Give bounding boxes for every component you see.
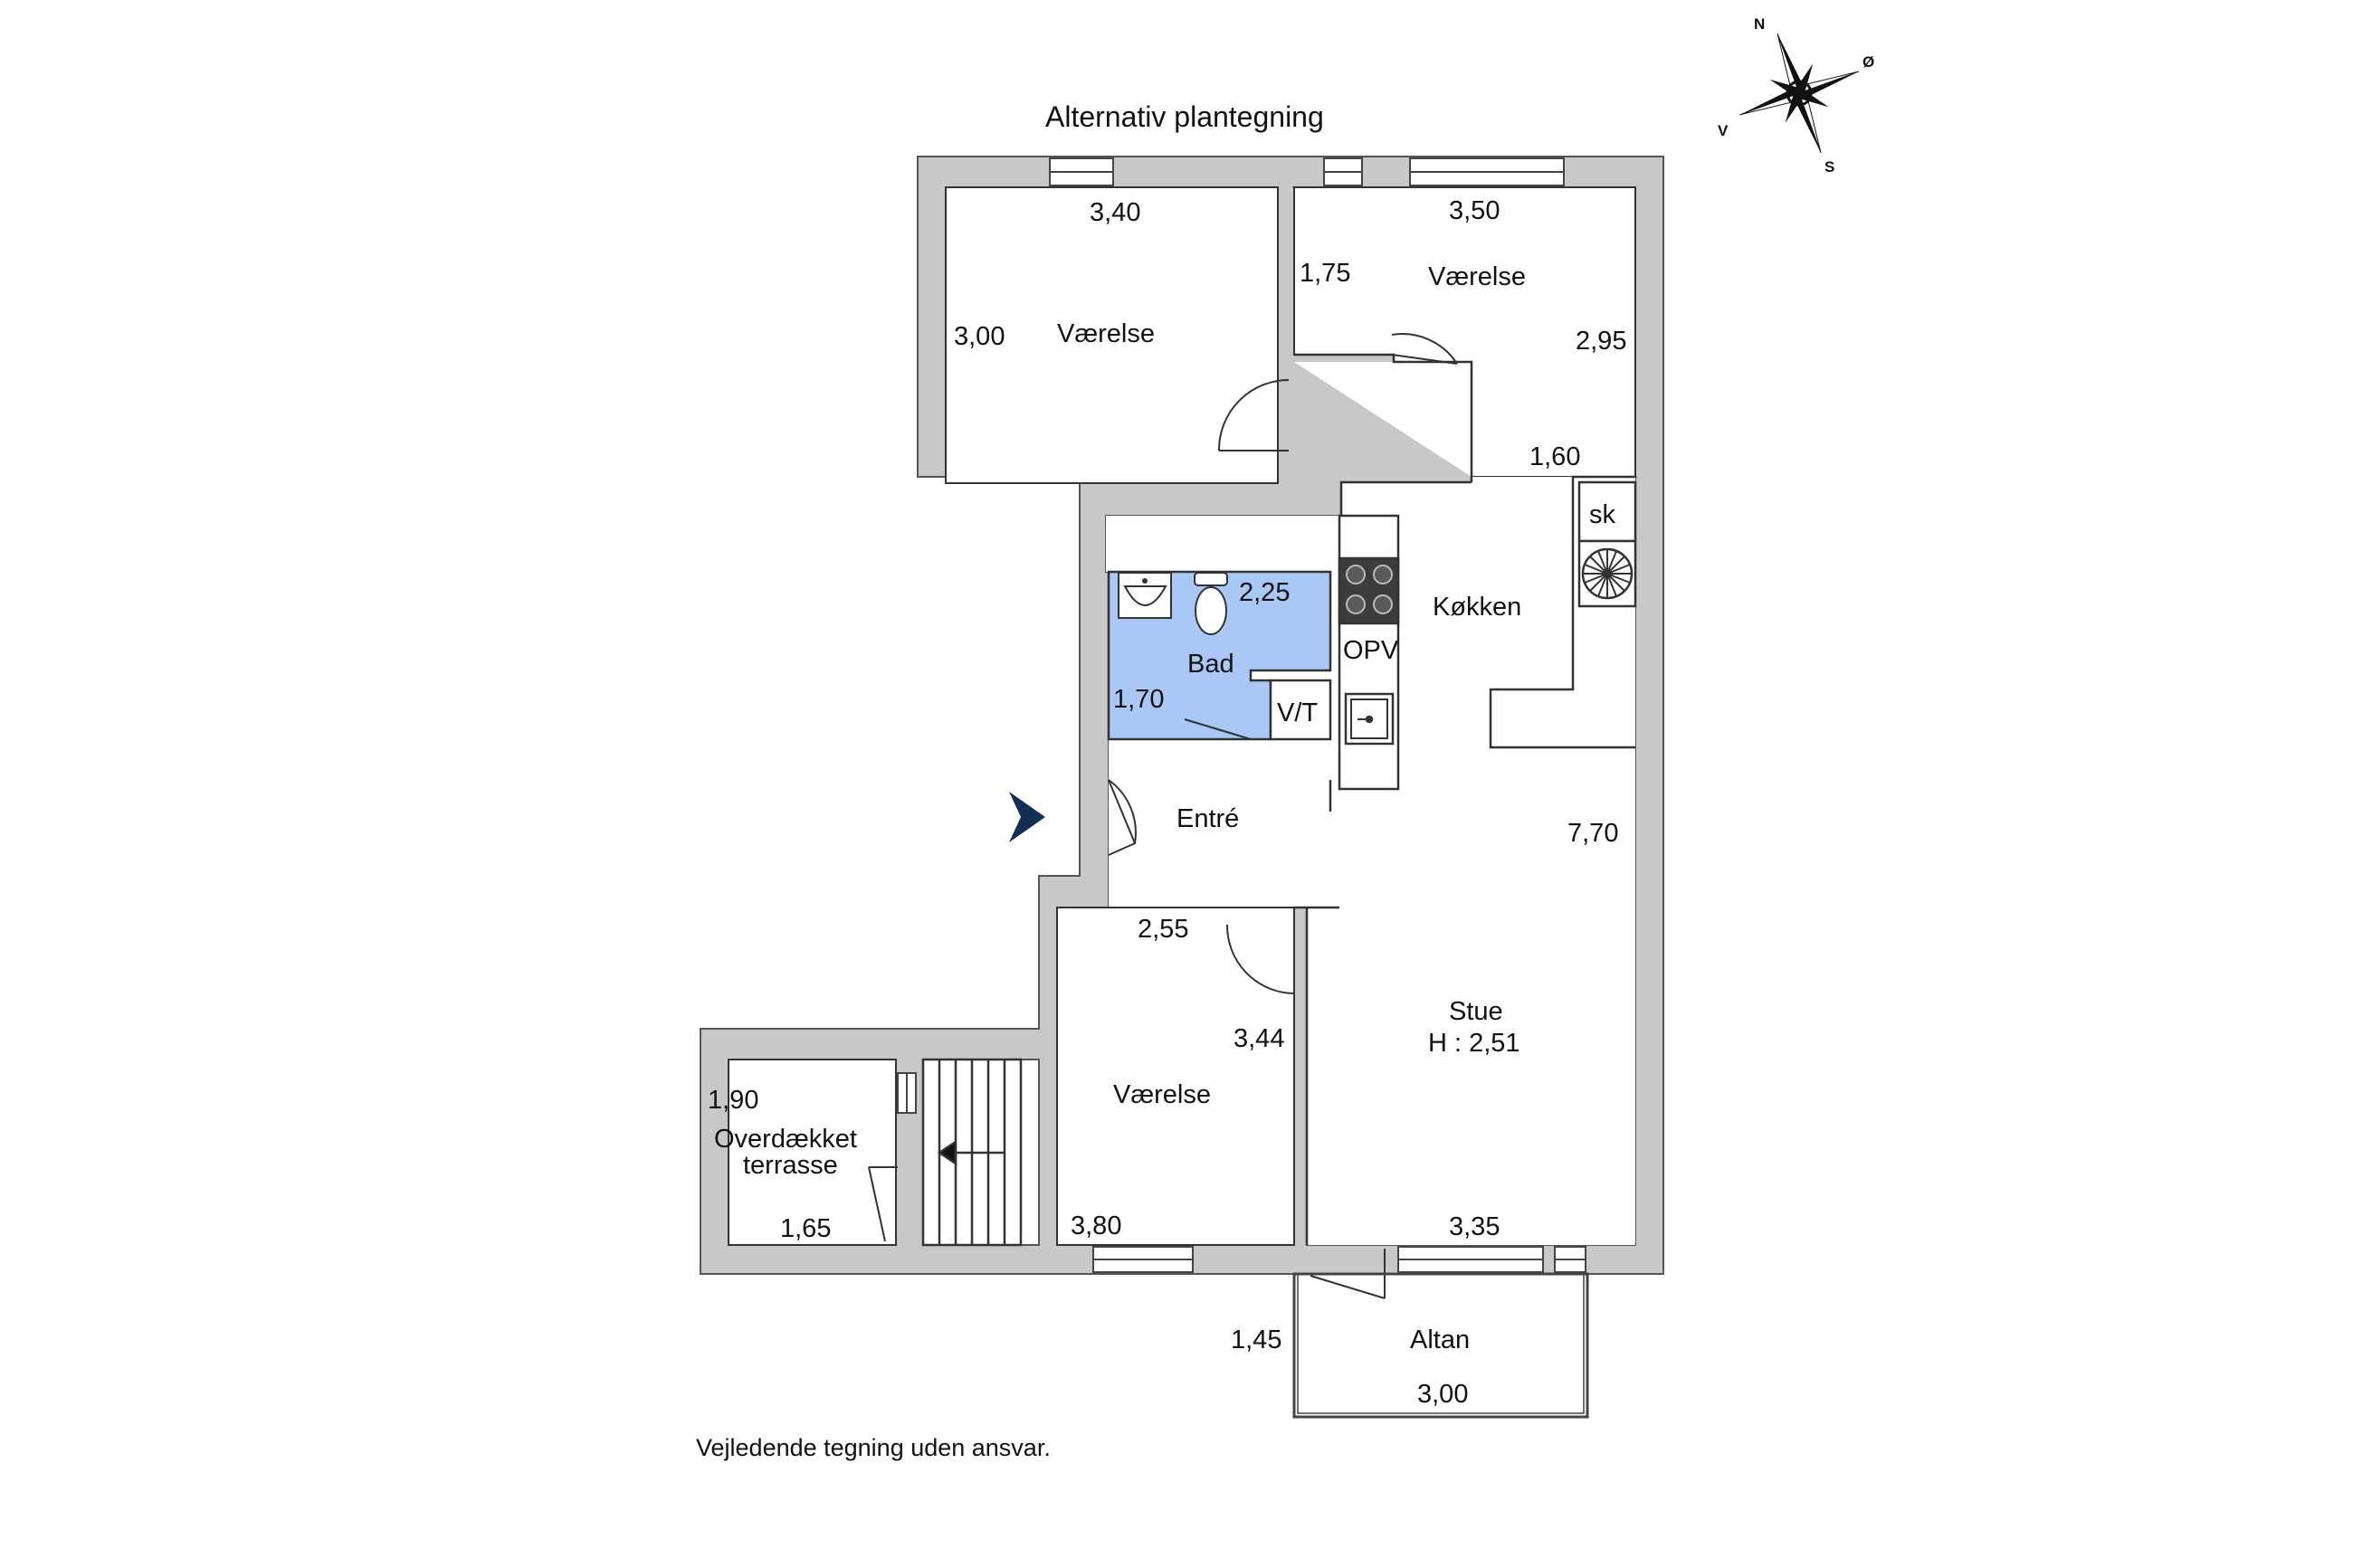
terrasse-floor — [728, 1059, 897, 1246]
vaerelse-2-height-left: 1,75 — [1300, 259, 1350, 288]
doors — [868, 333, 1458, 1299]
door-terrasse — [868, 1166, 886, 1242]
stue-width: 3,35 — [1449, 1212, 1500, 1241]
vaerelse-3-height: 3,44 — [1234, 1024, 1284, 1053]
bad-label: Bad — [1187, 650, 1234, 679]
vaerelse-1-width: 3,40 — [1090, 198, 1140, 227]
sk-label: sk — [1589, 500, 1616, 529]
utility-cabinet — [1577, 480, 1637, 608]
disclaimer: Vejledende tegning uden ansvar. — [696, 1434, 1051, 1461]
door-vaerelse-1 — [1217, 379, 1290, 451]
vaerelse-2-height-right: 2,95 — [1576, 327, 1626, 356]
entrance-arrow-icon — [1009, 792, 1045, 842]
staircase — [921, 1058, 1023, 1247]
stue-ceiling-height: H : 2,51 — [1428, 1029, 1520, 1058]
bad-width: 2,25 — [1239, 578, 1290, 607]
entre-floor — [1109, 780, 1330, 908]
vaerelse-2-label: Værelse — [1428, 262, 1526, 291]
compass-n-label: N — [1754, 15, 1765, 33]
altan-height: 1,45 — [1231, 1326, 1281, 1354]
door-bath — [1184, 718, 1252, 740]
vaerelse-1-height: 3,00 — [954, 322, 1005, 351]
vaerelse-3-floor — [1056, 907, 1295, 1246]
plan-title: Alternativ plantegning — [1045, 100, 1324, 133]
stairs-down-arrow-icon — [937, 1139, 957, 1166]
compass-rose-icon — [1739, 33, 1859, 153]
entre-label: Entré — [1176, 804, 1239, 833]
vaerelse-2-width-bottom: 1,60 — [1529, 442, 1580, 471]
windows — [897, 157, 1586, 1273]
bathroom — [1107, 570, 1332, 741]
altan-label: Altan — [1410, 1326, 1470, 1354]
terrasse-width: 1,65 — [780, 1214, 831, 1243]
door-vaerelse-2 — [1391, 354, 1458, 365]
door-vaerelse-3 — [1225, 924, 1295, 994]
terrasse-height: 1,90 — [708, 1086, 758, 1115]
altan-width: 3,00 — [1417, 1380, 1468, 1409]
vaerelse-3-label: Værelse — [1113, 1080, 1211, 1109]
terrasse-label-1: Overdækket — [714, 1125, 857, 1154]
koekken-label: Køkken — [1433, 593, 1521, 622]
compass-s-label: S — [1824, 158, 1834, 176]
compass-w-label: V — [1718, 122, 1729, 139]
vaerelse-2-width: 3,50 — [1449, 196, 1500, 225]
vaerelse-3-width-bottom: 3,80 — [1071, 1212, 1121, 1240]
fan-blades — [1583, 549, 1632, 598]
vaerelse-1-label: Værelse — [1057, 319, 1155, 348]
hob-burners-icon — [1346, 565, 1393, 614]
toilet-icon — [1194, 572, 1228, 635]
opv-label: OPV — [1343, 636, 1399, 665]
washer-dryer-spot — [1269, 679, 1332, 741]
kitchen-counter — [1338, 514, 1400, 791]
bad-height: 1,70 — [1113, 685, 1164, 714]
stue-label: Stue — [1449, 997, 1503, 1026]
vaerelse-1-floor — [945, 186, 1279, 484]
vaerelse-3-width-top: 2,55 — [1138, 915, 1188, 944]
inner-walls — [1294, 353, 1635, 1245]
door-altan — [1310, 1275, 1386, 1299]
vt-label: V/T — [1277, 698, 1318, 727]
terrasse-label-2: terrasse — [743, 1151, 838, 1180]
compass-e-label: Ø — [1862, 53, 1874, 71]
stue-length: 7,70 — [1567, 819, 1618, 848]
